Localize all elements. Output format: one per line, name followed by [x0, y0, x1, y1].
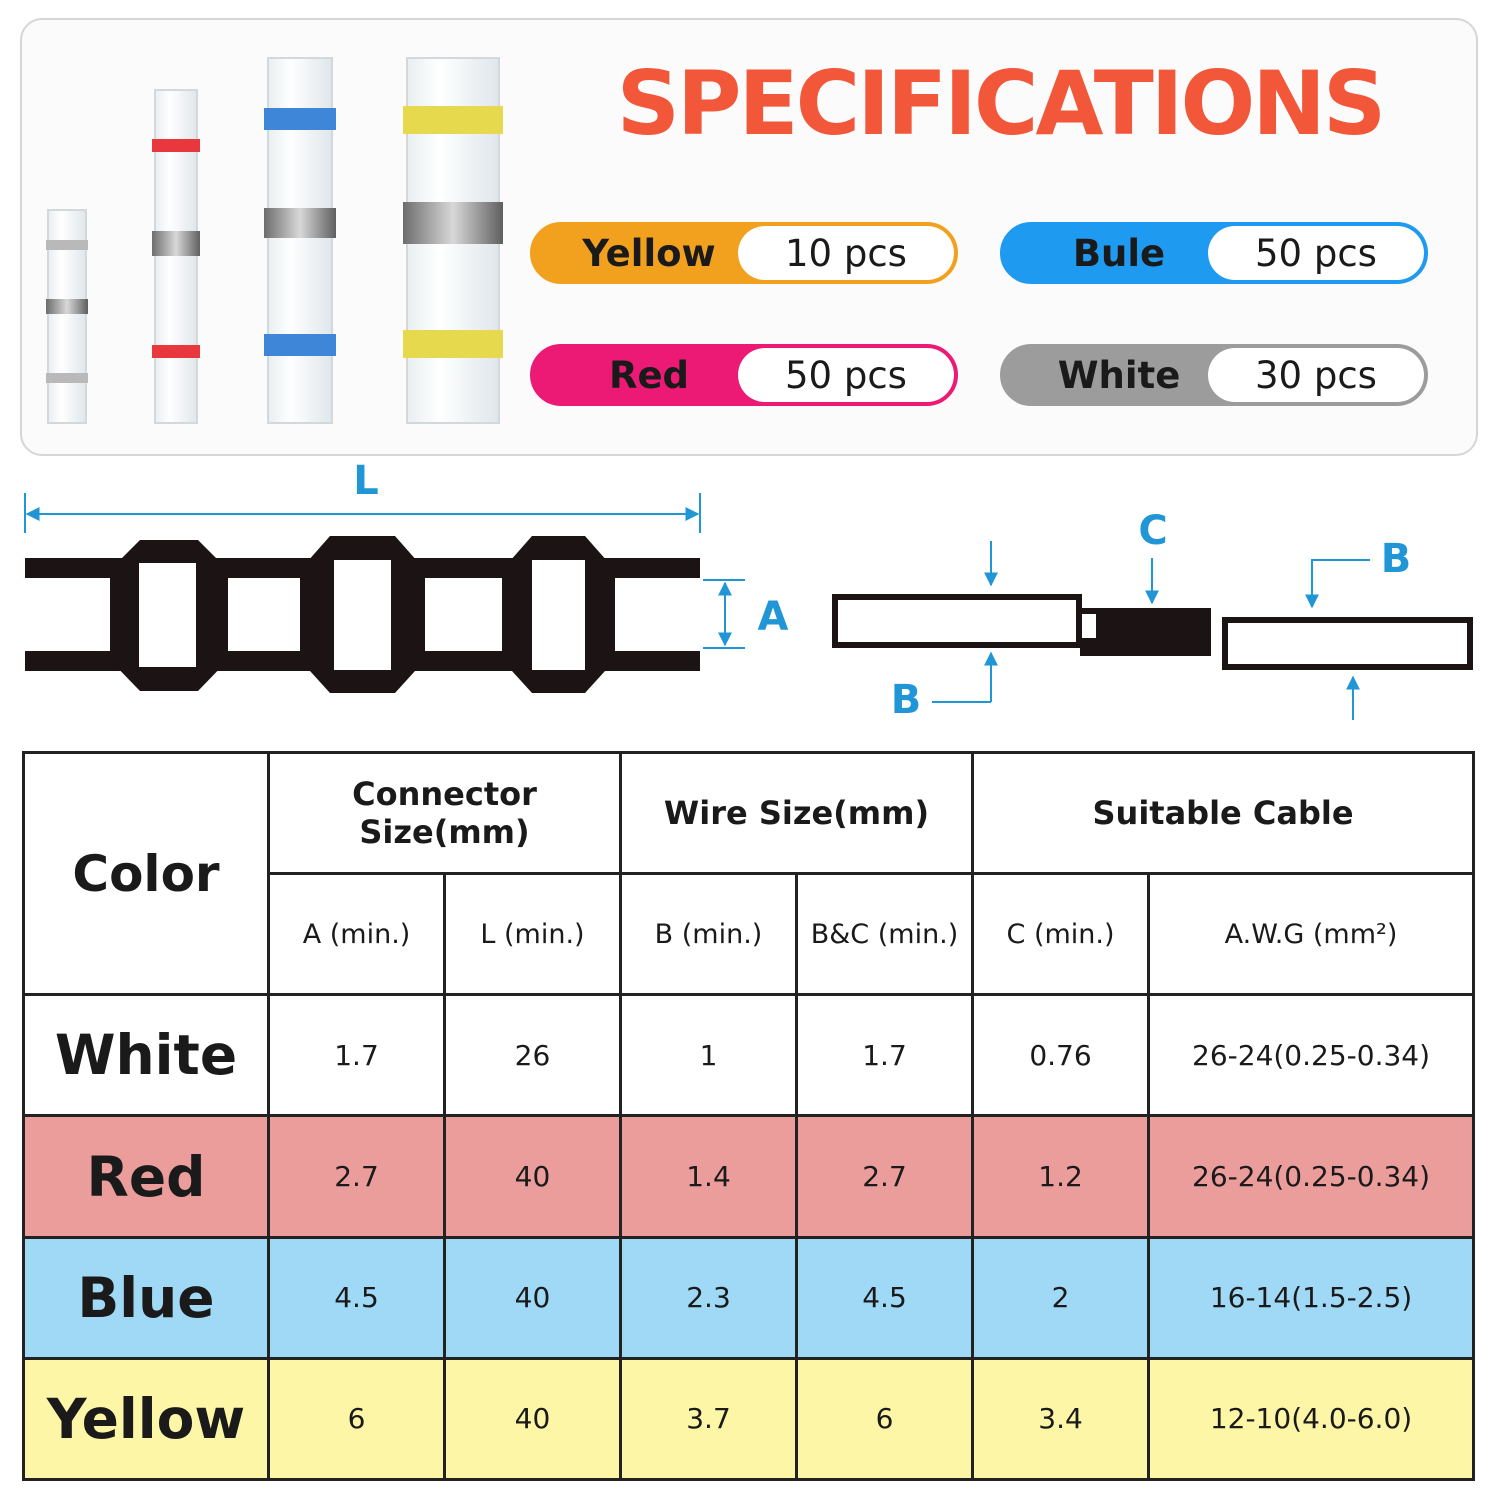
- quantity-pill-blue: Bule 50 pcs: [1000, 222, 1428, 284]
- row-color-label: White: [22, 993, 270, 1118]
- column-header: C (min.): [971, 872, 1151, 997]
- connectors-illustration: [46, 57, 503, 424]
- inner-diameter-label: A: [758, 594, 789, 640]
- table-cell: 2.7: [267, 1114, 446, 1239]
- row-color-label: Yellow: [22, 1356, 270, 1482]
- length-label: L: [353, 460, 379, 504]
- table-cell: 3.4: [971, 1356, 1151, 1482]
- connector-side-view: [25, 536, 700, 693]
- table-cell: 6: [794, 1356, 975, 1482]
- table-cell: 1.2: [971, 1114, 1151, 1239]
- yellow-connector: [403, 57, 503, 424]
- table-cell: 26-24(0.25-0.34): [1147, 1114, 1476, 1239]
- table-cell: 4.5: [267, 1235, 446, 1360]
- pill-count: 50 pcs: [738, 348, 954, 402]
- column-header: A.W.G (mm²): [1147, 872, 1476, 997]
- table-subheader-row: A (min.) L (min.) B (min.) B&C (min.) C …: [24, 872, 1476, 997]
- table-cell: 1.7: [794, 993, 975, 1118]
- table-cell: 0.76: [971, 993, 1151, 1118]
- suitable-cable-header: Suitable Cable: [971, 750, 1476, 876]
- table-cell: 3.7: [619, 1356, 798, 1482]
- table-cell: 12-10(4.0-6.0): [1147, 1356, 1476, 1482]
- table-cell: 26-24(0.25-0.34): [1147, 993, 1476, 1118]
- row-color-label: Red: [22, 1114, 270, 1239]
- table-cell: 16-14(1.5-2.5): [1147, 1235, 1476, 1360]
- column-header: B&C (min.): [794, 872, 975, 997]
- table-cell: 2.7: [794, 1114, 975, 1239]
- table-row: Red 2.7 40 1.4 2.7 1.2 26-24(0.25-0.34): [22, 1114, 1476, 1239]
- table-cell: 2: [971, 1235, 1151, 1360]
- table-cell: 4.5: [794, 1235, 975, 1360]
- quantity-pill-red: Red 50 pcs: [530, 344, 958, 406]
- length-dimension: [24, 493, 701, 533]
- quantity-pill-yellow: Yellow 10 pcs: [530, 222, 958, 284]
- column-header: A (min.): [267, 872, 446, 997]
- dimension-diagrams: L A C B B: [24, 460, 1473, 723]
- table-row: Blue 4.5 40 2.3 4.5 2 16-14(1.5-2.5): [22, 1235, 1476, 1360]
- table-row: Yellow 6 40 3.7 6 3.4 12-10(4.0-6.0): [22, 1356, 1476, 1482]
- wire-c-label: C: [1138, 508, 1167, 554]
- page-title: SPECIFICATIONS: [616, 52, 1387, 155]
- connector-size-header: Connector Size(mm): [267, 750, 622, 876]
- table-cell: 26: [443, 993, 622, 1118]
- table-cell: 40: [443, 1356, 622, 1482]
- wire-dimension-arrows: [932, 541, 1370, 720]
- table-cell: 1: [619, 993, 798, 1118]
- wire-view: [832, 594, 1473, 670]
- column-header: B (min.): [619, 872, 798, 997]
- pill-color-label: Bule: [1072, 231, 1166, 275]
- wire-b-label-left: B: [891, 677, 922, 723]
- table-cell: 6: [267, 1356, 446, 1482]
- quantity-pill-white: White 30 pcs: [1000, 344, 1428, 406]
- pill-count: 30 pcs: [1208, 348, 1424, 402]
- red-connector: [152, 89, 200, 424]
- inner-diameter-dimension: [703, 579, 745, 649]
- blue-connector: [264, 57, 336, 424]
- table-cell: 2.3: [619, 1235, 798, 1360]
- wire-b-label-right: B: [1381, 536, 1412, 582]
- row-color-label: Blue: [22, 1235, 270, 1360]
- pill-color-label: Red: [608, 353, 690, 397]
- specification-table: Color Connector Size(mm) Wire Size(mm) S…: [22, 750, 1476, 1482]
- pill-count: 10 pcs: [738, 226, 954, 280]
- color-header: Color: [22, 750, 270, 997]
- table-cell: 40: [443, 1114, 622, 1239]
- table-row: White 1.7 26 1 1.7 0.76 26-24(0.25-0.34): [22, 993, 1476, 1118]
- table-cell: 1.7: [267, 993, 446, 1118]
- table-cell: 1.4: [619, 1114, 798, 1239]
- wire-size-header: Wire Size(mm): [618, 750, 975, 876]
- pill-color-label: White: [1057, 353, 1181, 397]
- table-cell: 40: [443, 1235, 622, 1360]
- column-header: L (min.): [443, 872, 622, 997]
- table-header-row: Color Connector Size(mm) Wire Size(mm) S…: [22, 750, 1476, 997]
- pill-count: 50 pcs: [1208, 226, 1424, 280]
- pill-color-label: Yellow: [582, 231, 716, 275]
- white-connector: [46, 209, 88, 424]
